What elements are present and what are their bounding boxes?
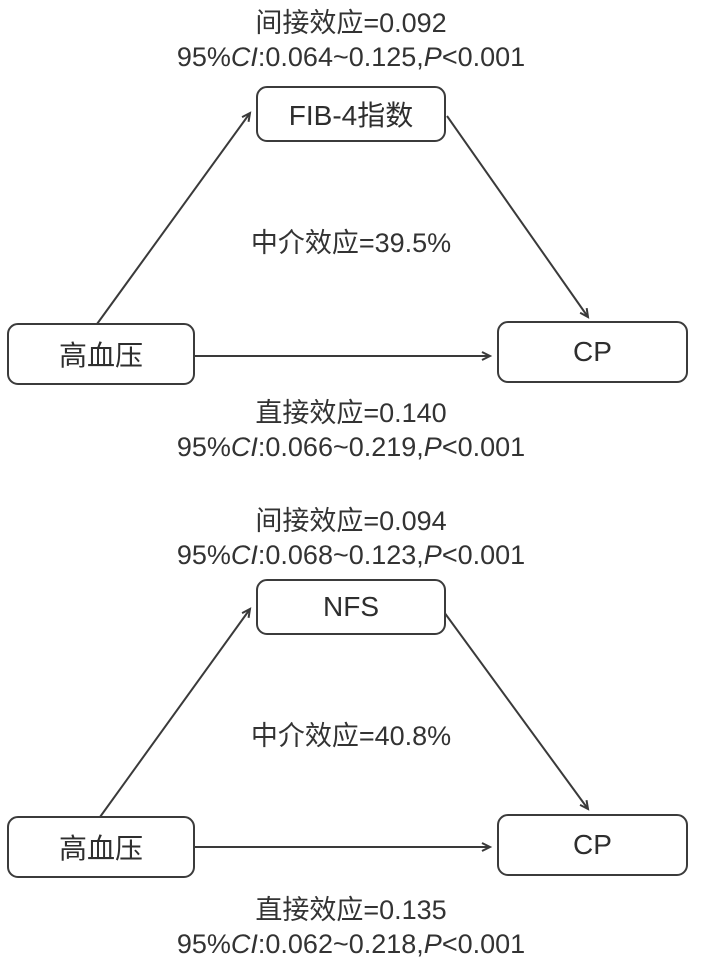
arrow-mediator-to-outcome bbox=[443, 611, 590, 811]
indirect-effect-label: 间接效应=0.092 bbox=[255, 8, 447, 38]
mediation-diagram-nfs: 间接效应=0.094 95%CI:0.068~0.123,P<0.001 NFS… bbox=[0, 493, 702, 966]
mediator-box: FIB-4指数 bbox=[256, 86, 446, 142]
mediator-box: NFS bbox=[256, 579, 446, 635]
mediation-diagram-fib4: 间接效应=0.092 95%CI:0.064~0.125,P<0.001 FIB… bbox=[0, 8, 702, 464]
ci-range: :0.062~0.218, bbox=[257, 929, 424, 959]
p-value: <0.001 bbox=[441, 929, 526, 959]
arrow-exposure-to-mediator bbox=[99, 607, 252, 818]
path-arrows bbox=[99, 607, 590, 852]
mediation-effect-label: 中介效应=40.8% bbox=[250, 721, 452, 751]
outcome-box: CP bbox=[497, 814, 688, 876]
p-value: <0.001 bbox=[441, 432, 526, 462]
path-arrows bbox=[96, 111, 590, 361]
ci-range: :0.068~0.123, bbox=[257, 540, 424, 570]
ci-symbol: CI bbox=[230, 540, 258, 570]
ci-prefix: 95% bbox=[176, 42, 231, 72]
arrow-exposure-to-mediator bbox=[96, 111, 252, 325]
ci-prefix: 95% bbox=[176, 929, 231, 959]
p-symbol: P bbox=[423, 42, 442, 72]
indirect-ci-label: 95%CI:0.064~0.125,P<0.001 bbox=[0, 40, 702, 74]
ci-symbol: CI bbox=[230, 432, 258, 462]
exposure-box: 高血压 bbox=[7, 816, 195, 878]
ci-symbol: CI bbox=[230, 42, 258, 72]
p-symbol: P bbox=[423, 929, 442, 959]
ci-prefix: 95% bbox=[176, 432, 231, 462]
p-symbol: P bbox=[423, 540, 442, 570]
outcome-box: CP bbox=[497, 321, 688, 383]
ci-prefix: 95% bbox=[176, 540, 231, 570]
exposure-box: 高血压 bbox=[7, 323, 195, 385]
p-symbol: P bbox=[423, 432, 442, 462]
p-value: <0.001 bbox=[441, 540, 526, 570]
indirect-effect-label: 间接效应=0.094 bbox=[255, 506, 447, 536]
ci-range: :0.064~0.125, bbox=[257, 42, 424, 72]
direct-ci-label: 95%CI:0.066~0.219,P<0.001 bbox=[0, 430, 702, 464]
direct-effect-label: 直接效应=0.140 bbox=[255, 398, 447, 428]
ci-range: :0.066~0.219, bbox=[257, 432, 424, 462]
p-value: <0.001 bbox=[441, 42, 526, 72]
indirect-ci-label: 95%CI:0.068~0.123,P<0.001 bbox=[0, 538, 702, 572]
ci-symbol: CI bbox=[230, 929, 258, 959]
mediation-effect-label: 中介效应=39.5% bbox=[250, 228, 452, 258]
arrow-mediator-to-outcome bbox=[446, 115, 590, 319]
direct-ci-label: 95%CI:0.062~0.218,P<0.001 bbox=[0, 927, 702, 961]
direct-effect-label: 直接效应=0.135 bbox=[255, 895, 447, 925]
